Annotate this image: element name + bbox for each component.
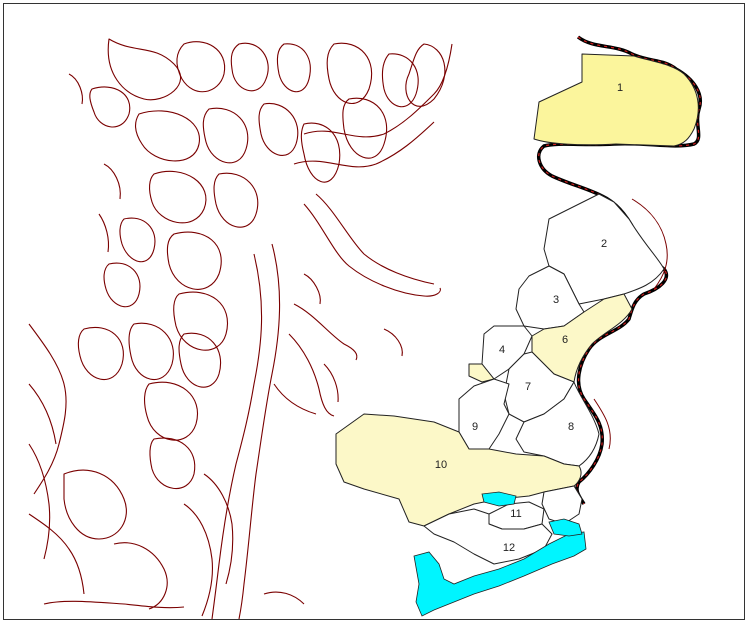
coast-outline-46: [263, 591, 305, 605]
coast-outline-1: [107, 38, 182, 101]
coast-outline-4: [276, 43, 311, 93]
coast-outline-49: [323, 363, 339, 403]
water-body: [413, 491, 587, 617]
coast-outline-36: [28, 443, 51, 560]
region-10[interactable]: [335, 413, 582, 527]
coast-outline-22: [178, 332, 222, 388]
coast-outline-14: [149, 170, 207, 224]
coast-outline-21: [128, 322, 174, 381]
coast-outline-3: [230, 42, 269, 92]
coast-outline-40: [183, 503, 213, 617]
coast-outline-34: [28, 323, 67, 495]
coast-outline-18: [103, 262, 141, 308]
coast-outline-44: [98, 213, 110, 253]
bay-water: [481, 491, 517, 507]
coast-outline-41: [28, 513, 85, 595]
regions: [335, 53, 699, 565]
coast-outline-24: [149, 437, 196, 490]
coast-outline-17: [166, 231, 222, 290]
coast-outline-32: [303, 43, 453, 138]
coast-water: [548, 518, 583, 537]
coast-outline-25: [211, 253, 263, 619]
region-label-1: 1: [617, 82, 623, 94]
coast-outline-29: [293, 303, 358, 361]
coast-outline-19: [173, 291, 228, 351]
coast-outline-2: [176, 41, 226, 93]
region-labels: 1 2 3 4 6 7 8 9 10 11 12: [435, 82, 623, 554]
coast-outline-42: [68, 73, 83, 105]
coast-outline-45: [43, 600, 185, 609]
coast-outline-9: [135, 110, 200, 162]
coast-outline-16: [119, 217, 156, 263]
region-label-10: 10: [435, 459, 447, 471]
region-label-12: 12: [503, 542, 515, 554]
coast-outline-35: [28, 383, 57, 445]
coast-outline-10: [202, 107, 249, 164]
region-label-7: 7: [525, 381, 531, 393]
region-label-2: 2: [601, 238, 607, 250]
coast-outline-5: [326, 42, 373, 104]
coast-outline-11: [258, 102, 299, 156]
coast-outline-39: [203, 473, 234, 585]
region-label-4: 4: [499, 344, 505, 356]
coast-outline-43: [103, 163, 121, 200]
coast-outline-38: [113, 542, 168, 610]
region-label-11: 11: [510, 508, 521, 520]
coast-outline-30: [288, 333, 335, 417]
map-canvas: 1 2 3 4 6 7 8 9 10 11 12: [28, 35, 702, 619]
region-label-9: 9: [472, 421, 478, 433]
region-12[interactable]: [423, 508, 553, 565]
coast-outline-20: [77, 326, 124, 381]
coast-outline-47: [383, 328, 403, 357]
coast-outline-12: [300, 122, 341, 183]
region-label-6: 6: [562, 334, 568, 346]
map-frame: 1 2 3 4 6 7 8 9 10 11 12: [3, 3, 745, 620]
region-1[interactable]: [533, 53, 699, 147]
coast-outline-26: [238, 243, 281, 619]
coast-outline-48: [303, 273, 321, 305]
coast-outline-23: [144, 381, 198, 441]
region-label-3: 3: [553, 294, 559, 306]
region-5[interactable]: [468, 363, 495, 383]
border-outer-coast: [593, 198, 668, 450]
region-9[interactable]: [458, 378, 510, 450]
coast-outline-8: [89, 86, 131, 128]
coast-outline-13: [342, 97, 388, 159]
coast-outline-7: [405, 43, 446, 107]
coast-outline-28: [315, 193, 435, 285]
region-northeast-strip[interactable]: [541, 485, 583, 525]
coast-outline-31: [273, 383, 317, 415]
coastline-fjords: [28, 38, 453, 619]
coast-outline-6: [381, 53, 419, 108]
coast-outline-15: [213, 172, 259, 228]
coast-outline-33: [293, 121, 435, 168]
coast-outline-27: [303, 203, 441, 297]
river-estuary: [413, 531, 587, 617]
region-label-8: 8: [568, 421, 574, 433]
coast-outline-37: [63, 469, 127, 540]
